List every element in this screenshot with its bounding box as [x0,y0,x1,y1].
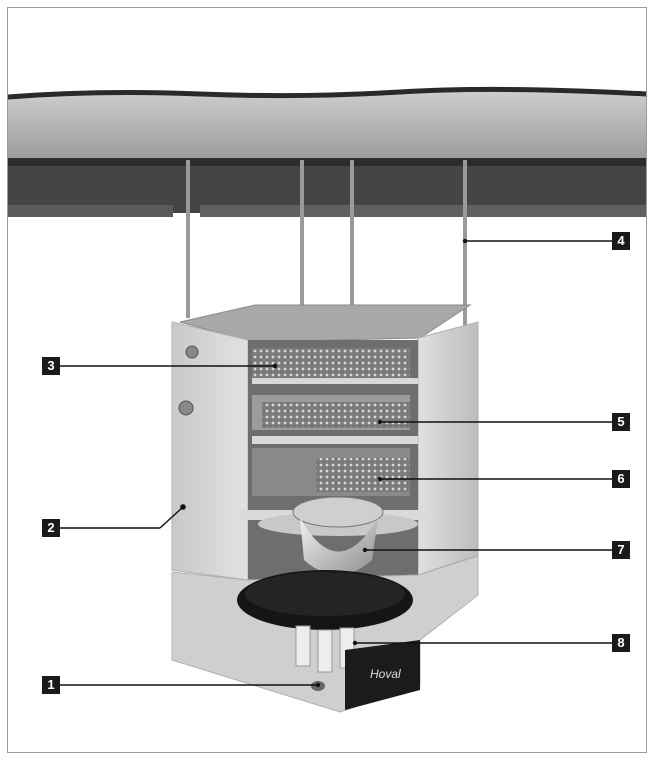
callout-5: 5 [612,413,630,431]
callout-7: 7 [612,541,630,559]
steel-beam [8,158,646,217]
callout-2: 2 [42,519,60,537]
right-housing [417,321,479,576]
control-knob-middle [178,400,194,416]
callout-3: 3 [42,357,60,375]
control-knob-upper [185,345,199,359]
left-housing [171,321,249,581]
suspension-rods [186,160,467,345]
coil-lower [316,458,410,492]
callout-8: 8 [612,634,630,652]
leader-lines [60,240,612,686]
brand-logo: Hoval [370,667,401,681]
callout-1: 1 [42,676,60,694]
coil-middle [262,402,410,428]
callout-4: 4 [612,232,630,250]
coil-upper [252,348,410,380]
callout-6: 6 [612,470,630,488]
concrete-slab [7,86,647,158]
fan-assembly [258,496,418,575]
